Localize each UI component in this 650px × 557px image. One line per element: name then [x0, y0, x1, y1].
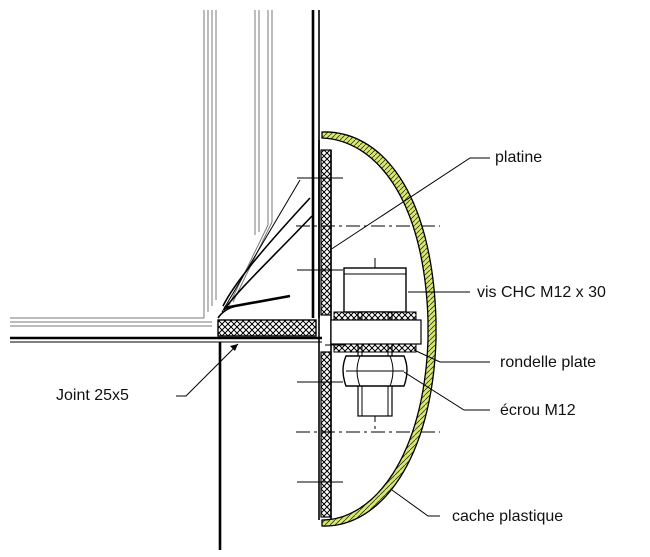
plastic-cover	[321, 131, 437, 527]
washer-top	[333, 311, 417, 321]
label-vis: vis CHC M12 x 30	[477, 284, 606, 301]
bolt-assembly	[330, 267, 422, 417]
washer-bottom	[333, 343, 417, 353]
corner-lip	[217, 179, 313, 319]
label-platine: platine	[495, 149, 542, 166]
label-ecrou: écrou M12	[500, 402, 576, 419]
label-rondelle: rondelle plate	[500, 354, 596, 371]
label-joint: Joint 25x5	[56, 387, 129, 404]
platine-plate	[318, 140, 345, 520]
leader-lines	[176, 157, 490, 517]
floor-panel-profile	[10, 317, 322, 343]
screw-head	[343, 267, 407, 313]
gasket-joint	[217, 319, 317, 337]
left-panel-profile	[203, 10, 320, 318]
label-cache: cache plastique	[452, 508, 563, 525]
